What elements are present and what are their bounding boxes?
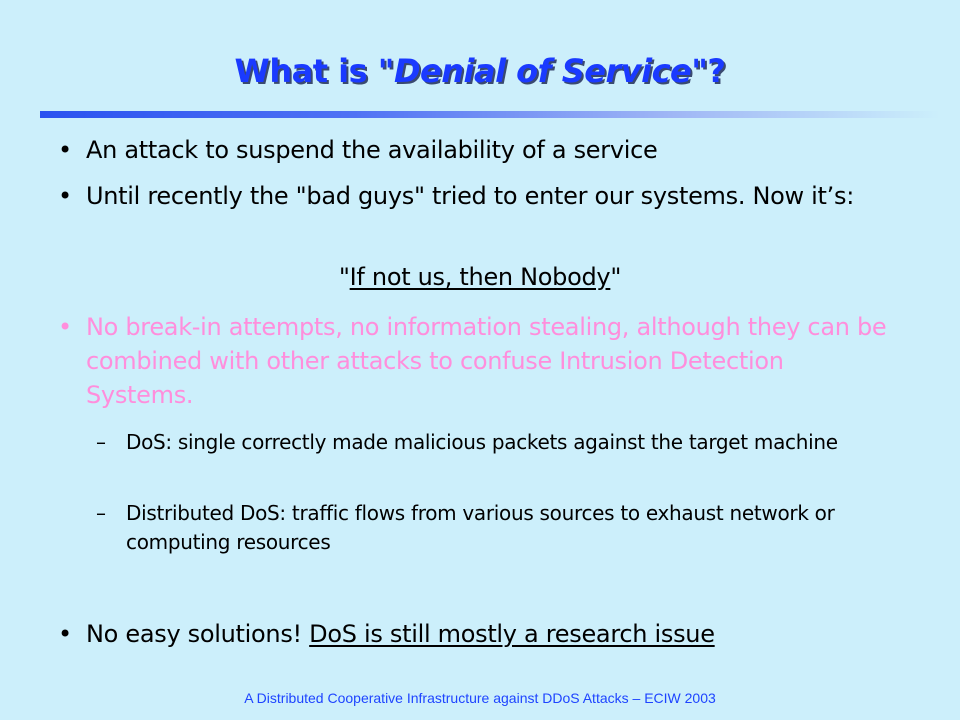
bullet-4: • No easy solutions! DoS is still mostly… — [58, 617, 918, 651]
sub-dash: – — [96, 501, 106, 525]
sub-item-2: – Distributed DoS: traffic flows from va… — [96, 499, 896, 557]
bullet-dot: • — [58, 620, 72, 648]
bullet-dot: • — [58, 136, 72, 164]
slide-footer: A Distributed Cooperative Infrastructure… — [244, 690, 716, 706]
title-prefix: What is " — [234, 52, 395, 90]
slide-title: What is "Denial of Service"? — [0, 52, 960, 90]
bullet-4-underlined: DoS is still mostly a research issue — [309, 620, 715, 648]
bullet-4-prefix: No easy solutions! — [86, 620, 310, 648]
title-suffix: "? — [691, 52, 726, 90]
quote-open: " — [338, 263, 350, 291]
sub-item-1-text: DoS: single correctly made malicious pac… — [126, 430, 838, 454]
sub-item-1: – DoS: single correctly made malicious p… — [96, 428, 896, 457]
bullet-2: • Until recently the "bad guys" tried to… — [58, 179, 898, 213]
bullet-4-text: No easy solutions! DoS is still mostly a… — [86, 617, 918, 651]
bullet-2-text: Until recently the "bad guys" tried to e… — [86, 182, 854, 210]
sub-dash: – — [96, 430, 106, 454]
quote-text: If not us, then Nobody — [349, 263, 611, 291]
bullet-dot: • — [58, 182, 72, 210]
quote-line: "If not us, then Nobody" — [0, 260, 960, 294]
bullet-dot: • — [58, 313, 72, 341]
bullet-3-text: No break-in attempts, no information ste… — [86, 313, 887, 409]
quote-close: " — [610, 263, 622, 291]
bullet-1: • An attack to suspend the availability … — [58, 133, 918, 167]
bullet-1-text: An attack to suspend the availability of… — [86, 136, 658, 164]
sub-item-2-text: Distributed DoS: traffic flows from vari… — [126, 501, 835, 554]
bullet-3: • No break-in attempts, no information s… — [58, 310, 898, 412]
title-emphasis: Denial of Service — [393, 52, 692, 90]
title-underline-rule — [40, 111, 940, 118]
